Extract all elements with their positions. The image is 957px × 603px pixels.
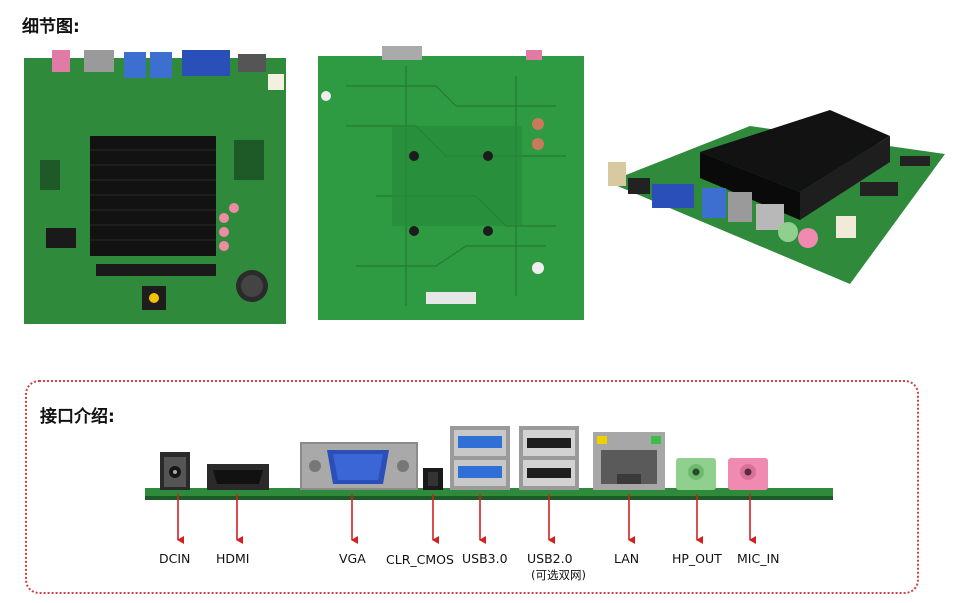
connector-label-lan: LAN — [614, 551, 640, 566]
interface-title: 接口介绍: — [40, 407, 115, 427]
connector-label-clr-cmos: CLR_CMOS — [386, 552, 454, 567]
connector-label-hdmi: HDMI — [216, 551, 250, 566]
board-bottom-photo — [316, 46, 586, 322]
hp-out-jack-icon — [676, 458, 716, 490]
vga-port-icon — [300, 442, 418, 490]
interface-panel — [25, 380, 919, 594]
connector-note-usb2: (可选双网) — [531, 568, 586, 582]
usb3-port-icon — [450, 426, 510, 490]
dcin-jack-icon — [160, 452, 190, 490]
mic-in-jack-icon — [728, 458, 768, 490]
usb2-port-icon — [519, 426, 579, 490]
connector-label-hp-out: HP_OUT — [672, 551, 722, 566]
io-strip-photo — [145, 424, 835, 502]
clr-cmos-button-icon — [423, 468, 443, 490]
detail-title: 细节图: — [22, 17, 80, 37]
connector-label-usb2: USB2.0 — [527, 551, 573, 566]
connector-label-vga: VGA — [339, 551, 366, 566]
hdmi-port-icon — [207, 464, 269, 490]
connector-label-mic-in: MIC_IN — [737, 551, 780, 566]
lan-port-icon — [593, 432, 665, 490]
board-angle-photo — [600, 96, 950, 296]
connector-label-usb3: USB3.0 — [462, 551, 508, 566]
connector-label-dcin: DCIN — [159, 551, 191, 566]
board-top-photo — [24, 50, 286, 324]
